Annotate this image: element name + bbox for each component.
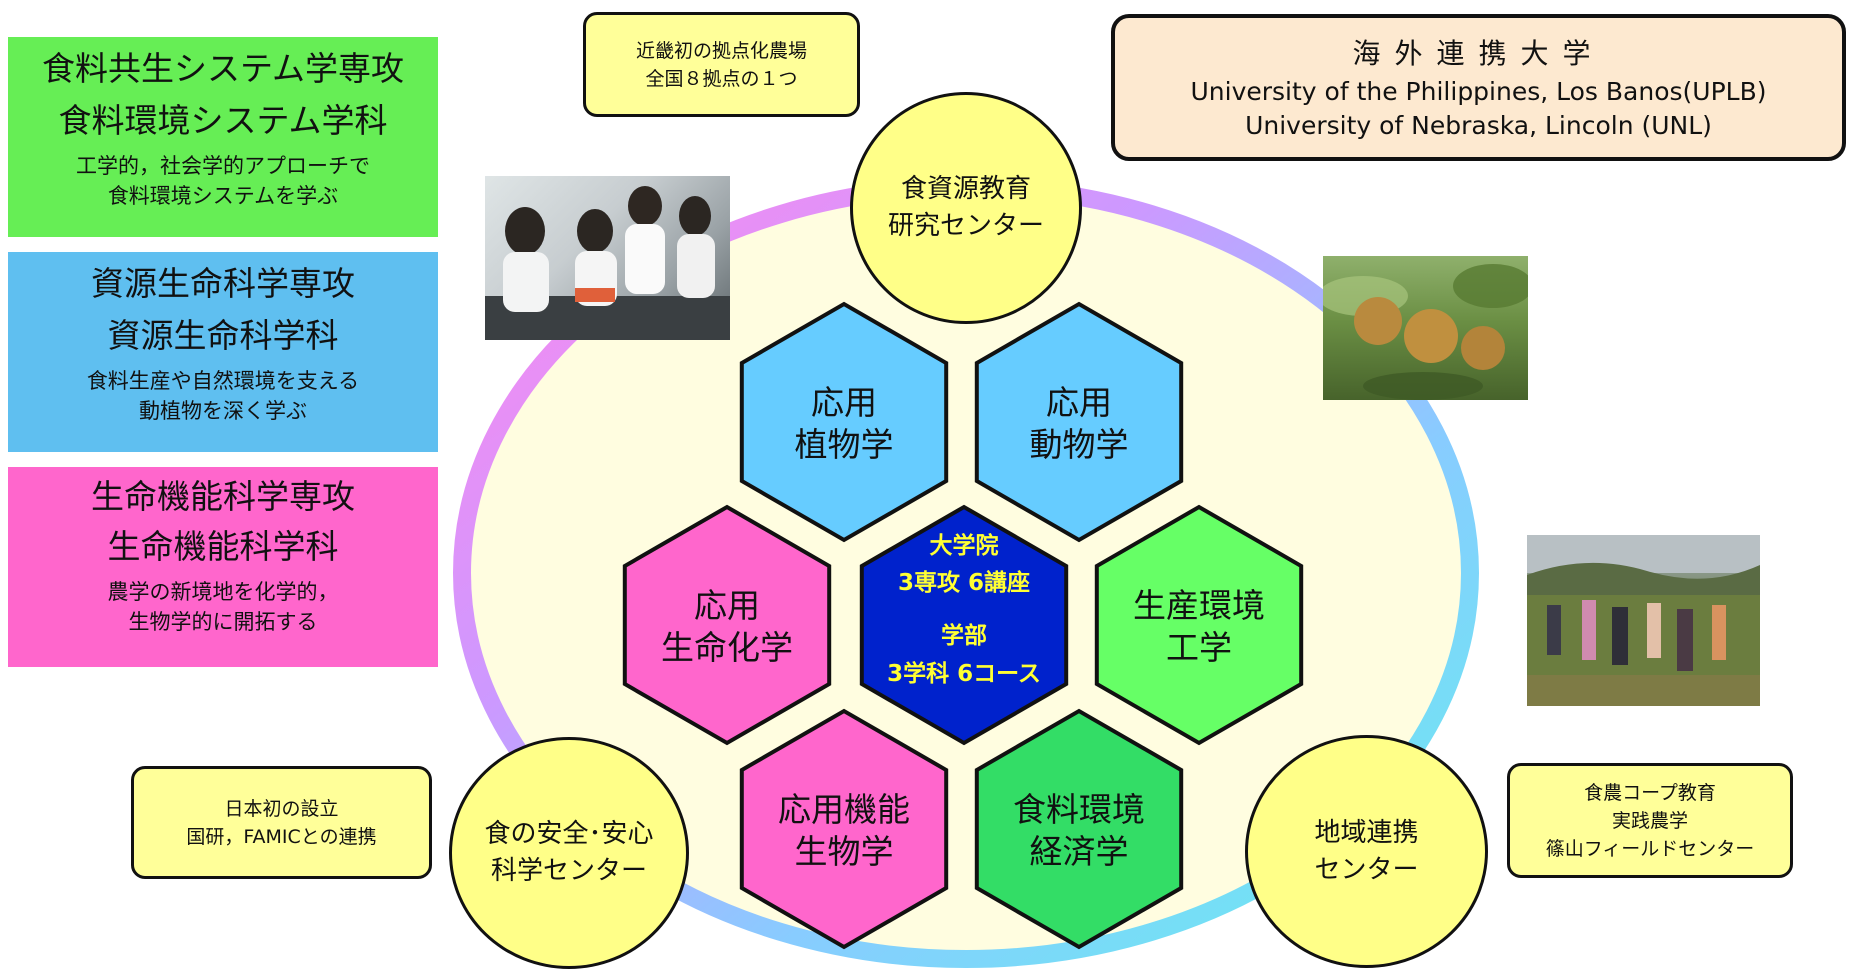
dept-food-environment: 食料共生システム学専攻 食料環境システム学科 工学的，社会学的アプローチで 食料… bbox=[8, 37, 438, 237]
hex-animal bbox=[974, 301, 1184, 543]
dept-subtitle: 食料環境システム学科 bbox=[58, 101, 388, 140]
core-graduate-label: 大学院 bbox=[930, 532, 999, 559]
dept-title: 食料共生システム学専攻 bbox=[41, 49, 404, 88]
hex-plant-line2: 植物学 bbox=[795, 425, 894, 464]
dept-subtitle: 資源生命科学科 bbox=[107, 316, 339, 355]
core-undergrad-count: 3学科 6コース bbox=[887, 660, 1041, 687]
hex-econ-line1: 食料環境 bbox=[1013, 790, 1145, 829]
center-food-safety-science: 食の安全･安心 科学センター bbox=[449, 737, 689, 969]
dept-description: 食料生産や自然環境を支える 動植物を深く学ぶ bbox=[86, 369, 360, 423]
dept-description: 工学的，社会学的アプローチで 食料環境システムを学ぶ bbox=[76, 154, 370, 208]
pear-photo-figures bbox=[1323, 264, 1528, 400]
center-food-resources-education: 食資源教育 研究センター bbox=[850, 92, 1082, 324]
hex-econ-line2: 経済学 bbox=[1030, 832, 1129, 871]
note-sasayama-field: 食農コープ教育 実践農学 篠山フィールドセンター bbox=[1507, 763, 1793, 878]
dept-title: 資源生命科学専攻 bbox=[91, 264, 355, 303]
note-famic: 日本初の設立 国研，FAMICとの連携 bbox=[131, 766, 432, 879]
hex-biochem-line1: 応用 bbox=[694, 586, 760, 625]
core-undergrad-label: 学部 bbox=[941, 622, 987, 649]
hex-animal-line2: 動物学 bbox=[1030, 425, 1129, 464]
hex-funcbio-line2: 生物学 bbox=[795, 832, 894, 871]
hex-plant bbox=[739, 301, 949, 543]
hex-env-eng-line2: 工学 bbox=[1166, 628, 1232, 667]
field-photo-figures bbox=[1527, 535, 1760, 706]
hex-econ bbox=[974, 708, 1184, 950]
hex-animal-line1: 応用 bbox=[1046, 383, 1112, 422]
lab-students-photo bbox=[485, 176, 730, 340]
field-work-photo bbox=[1527, 535, 1760, 706]
note-farm-base: 近畿初の拠点化農場 全国８拠点の１つ bbox=[583, 12, 860, 117]
lab-photo-figures bbox=[485, 186, 730, 340]
center-regional-partnership: 地域連携 センター bbox=[1245, 735, 1488, 968]
partners-heading: 海外連携大学 bbox=[1352, 36, 1605, 70]
hex-funcbio-line1: 応用機能 bbox=[778, 790, 910, 829]
core-graduate-count: 3専攻 6講座 bbox=[898, 569, 1030, 596]
partner-universities-box: 海外連携大学 University of the Philippines, Lo… bbox=[1111, 14, 1846, 161]
dept-subtitle: 生命機能科学科 bbox=[107, 527, 339, 566]
hex-biochem bbox=[622, 504, 832, 746]
hex-core-graduate-undergrad bbox=[859, 504, 1069, 746]
dept-title: 生命機能科学専攻 bbox=[91, 477, 355, 516]
dept-biofunction: 生命機能科学専攻 生命機能科学科 農学の新境地を化学的， 生物学的に開拓する bbox=[8, 467, 438, 667]
hex-funcbio bbox=[739, 708, 949, 950]
hex-biochem-line2: 生命化学 bbox=[661, 628, 793, 667]
pear-photo bbox=[1323, 256, 1528, 400]
hex-plant-line1: 応用 bbox=[811, 383, 877, 422]
dept-bioresource: 資源生命科学専攻 資源生命科学科 食料生産や自然環境を支える 動植物を深く学ぶ bbox=[8, 252, 438, 452]
dept-description: 農学の新境地を化学的， 生物学的に開拓する bbox=[107, 580, 339, 634]
partner-uplb: University of the Philippines, Los Banos… bbox=[1190, 76, 1767, 106]
hex-env-eng bbox=[1094, 504, 1304, 746]
partner-unl: University of Nebraska, Lincoln (UNL) bbox=[1245, 110, 1712, 140]
hex-env-eng-line1: 生産環境 bbox=[1133, 586, 1265, 625]
